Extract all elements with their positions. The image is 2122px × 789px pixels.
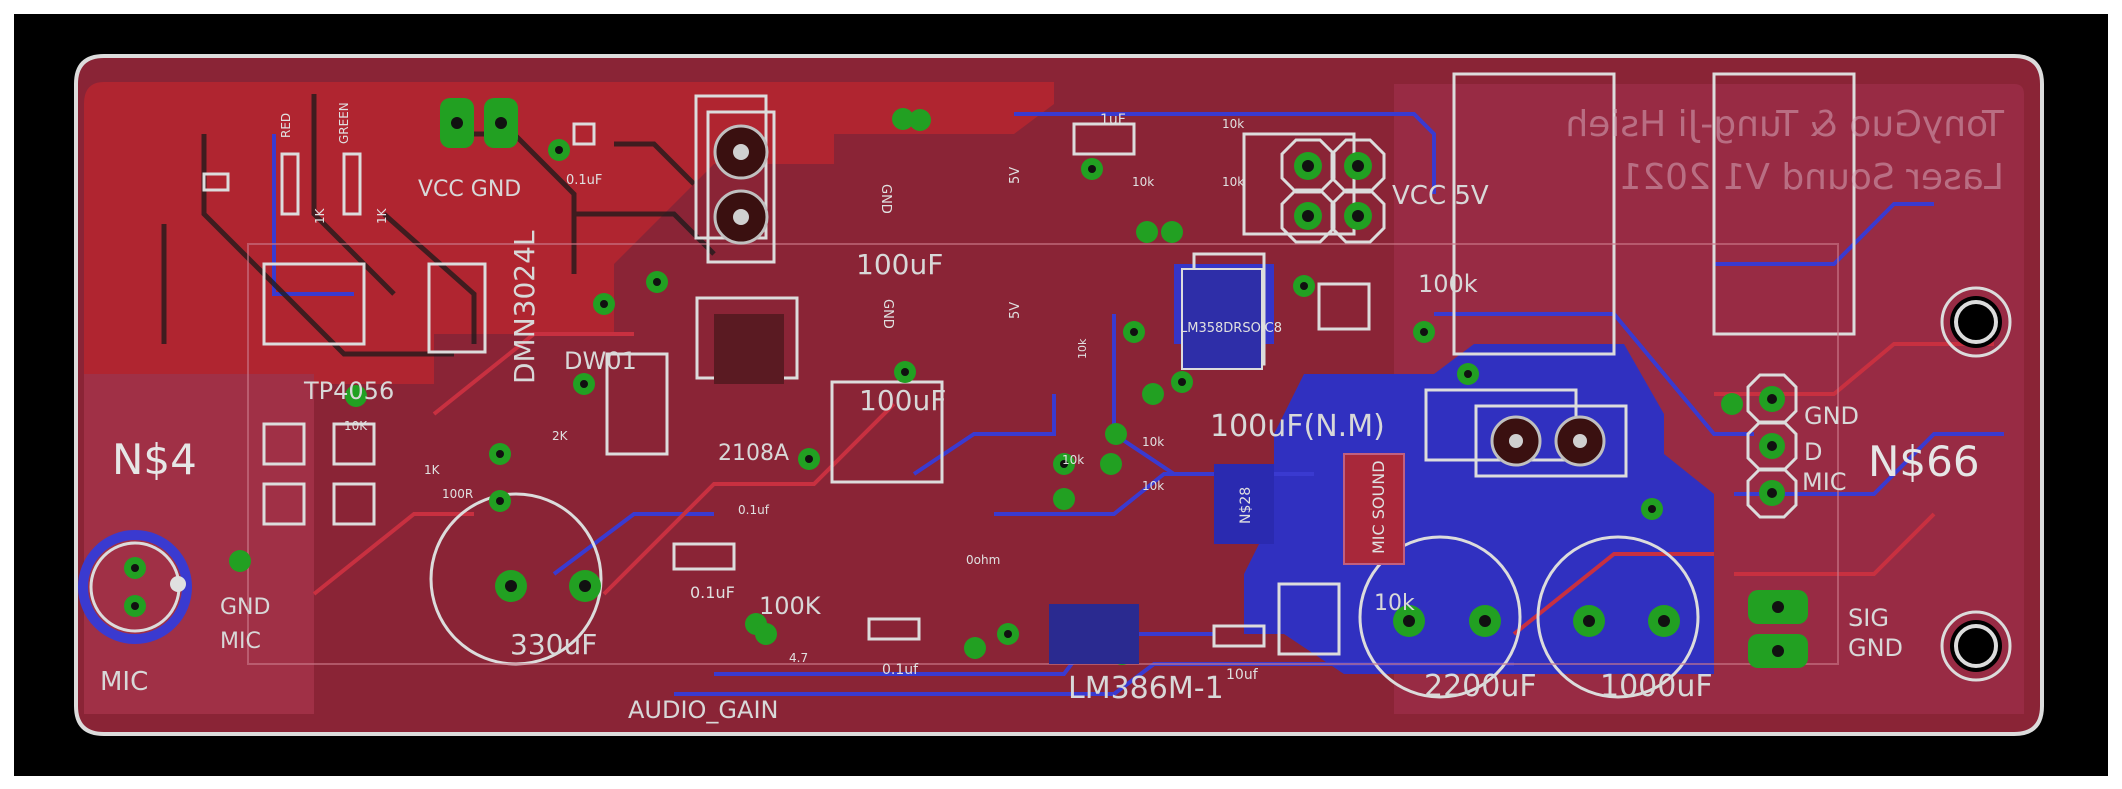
ic-chips [714,268,1405,664]
cap-pads [495,570,1680,637]
header-sig-gnd[interactable] [1748,590,1808,668]
mic-sound-label: MIC SOUND [1369,460,1388,554]
header-vcc-5v-pads [1294,152,1372,230]
boost-label: 2108A [718,441,789,466]
cap-1uf-label: 1uF [1100,112,1126,128]
res-1k-a-label: 1K [424,463,441,477]
charger-label: TP4056 [303,377,394,405]
r-1k-d-label: 1K [313,207,327,224]
res-2k-label: 2K [552,429,569,443]
cap-5v2-label: 5V [1008,302,1023,319]
audio-gain-label: AUDIO_GAIN [628,696,778,724]
mosfet-label: DMN3024L [508,230,541,384]
mic-footprint[interactable] [78,530,192,644]
res-47-label: 4.7 [789,651,808,665]
res-10k-f-label: 10k [1142,435,1164,449]
via-holes [496,146,1656,658]
res-10k-label: 10K [344,419,368,433]
res-10k-e-label: 10k [1062,453,1084,467]
amp-label: LM386M-1 [1068,671,1224,706]
cap-10uf-label: 10uf [1226,667,1259,683]
header-gnd-d-mic[interactable] [1746,373,1798,519]
cap-1000-label: 1000uF [1600,669,1713,704]
res-100k-label: 100k [1418,270,1478,298]
mirror-credit-line2: Laser Sound V1 2021 [1619,157,2004,198]
top-copper-pour [84,82,1054,384]
mirror-credit-line1: TonyGuo & Tung-Ji Hsieh [1565,104,2005,145]
header-mic-label: MIC [1802,468,1847,496]
cap-5v1-label: 5V [1008,167,1023,184]
sig-gnd-label: GND [1848,634,1903,662]
screw-terminal-top[interactable] [706,110,776,264]
opamp-label: LM358DRSOIC8 [1180,321,1282,336]
keepout-frame [247,243,1839,665]
connector-left-label: N$4 [112,435,197,484]
cap-330-label: 330uF [510,628,597,661]
cap-01uf-label: 0.1uF [690,583,735,602]
res-ohm-label: 0ohm [966,553,1000,567]
res-10k-top-label: 10k [1222,117,1244,131]
pcb-layout-view[interactable]: TonyGuo & Tung-Ji Hsieh Laser Sound V1 2… [14,14,2108,776]
connector-right-label: N$66 [1868,437,1980,486]
cap-100nm-label: 100uF(N.M) [1210,409,1385,444]
pcb-canvas-background: TonyGuo & Tung-Ji Hsieh Laser Sound V1 2… [14,14,2108,776]
r-1k-e-label: 1K [375,207,389,224]
bottom-pink-region [84,374,314,714]
silk-red-label: RED [279,113,293,138]
cap-gnd2-label: GND [880,299,895,329]
sig-label: SIG [1848,604,1889,632]
cap-gnd1-label: GND [878,184,893,214]
res-10k-d-label: 10k [1222,175,1244,189]
n28-label: N$28 [1238,487,1254,524]
vcc-gnd-label: VCC GND [418,177,521,202]
cap-2200-label: 2200uF [1424,669,1537,704]
res-10k-c-label: 10k [1132,175,1154,189]
cap-01uf-c-label: 0.1uf [882,662,919,678]
cap-small1-label: 0.1uF [566,173,602,188]
mic-gnd-label: GND [220,595,270,620]
mounting-holes [1950,296,2002,672]
header-vcc-gnd[interactable] [440,98,518,148]
screw-terminal-right[interactable] [1474,404,1628,478]
mic-mic-label: MIC [220,629,261,654]
mic-label: MIC [100,667,148,697]
res-10k-b-label: 10k [1374,591,1415,616]
pot-label: 100K [759,592,822,620]
header-vcc-5v[interactable] [1280,138,1386,244]
protect-label: DW01 [564,347,637,375]
cap-100b-label: 100uF [859,384,946,417]
silk-green-label: GREEN [337,102,351,144]
cap-01uf-b-label: 0.1uf [738,503,770,517]
res-10k-h-label: 10k [1076,338,1089,359]
res-100r-label: 100R [442,487,473,501]
top-traces [312,332,1994,636]
vcc5v-label: VCC 5V [1392,181,1489,211]
header-gnd-label: GND [1804,402,1859,430]
header-d-label: D [1804,438,1822,466]
cap-100a-label: 100uF [856,248,943,281]
res-10k-g-label: 10k [1142,479,1164,493]
